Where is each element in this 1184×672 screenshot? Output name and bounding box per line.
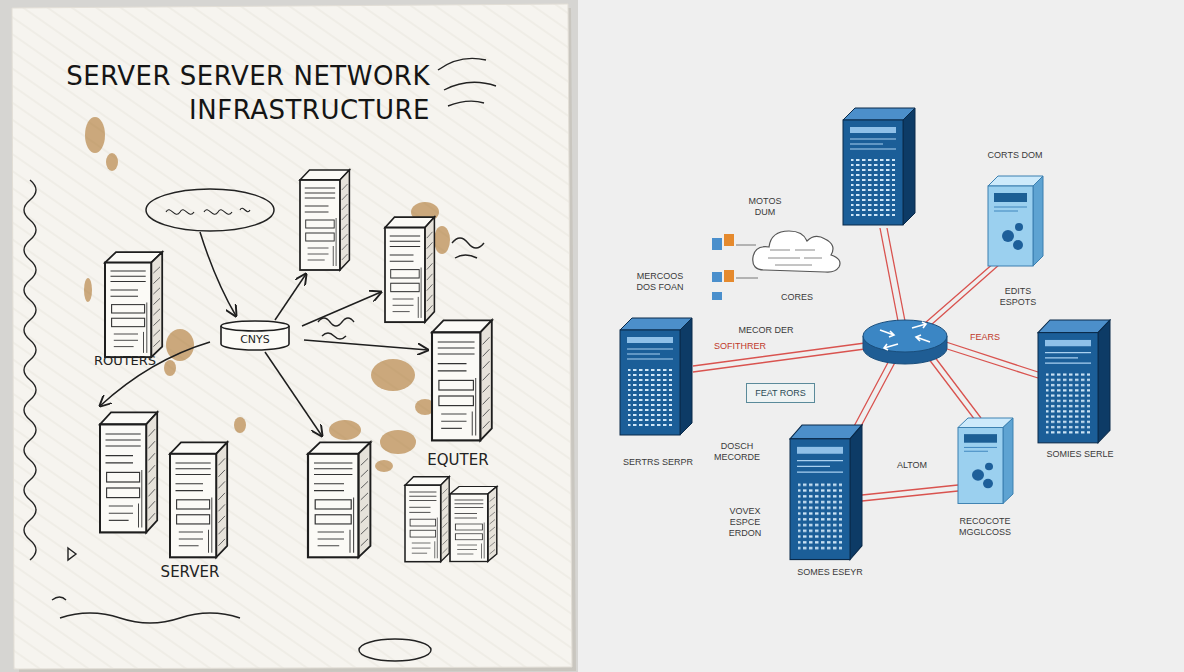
coffee-stain [106,153,118,171]
text-label: SOMIES SERLE [1046,449,1113,460]
blue-servers [958,418,1013,504]
text-label: ROUTERS [94,353,156,369]
sketch-scribble [24,180,36,560]
coffee-stain [234,417,246,433]
sketch-arrow [265,352,322,436]
thought-cloud [166,208,250,214]
text-label: EDITS ESPOTS [990,286,1046,308]
sketch-servers [100,412,157,532]
coffee-stain [84,278,92,302]
sketch-servers [432,320,492,440]
sketch-servers [300,170,349,270]
blue-servers [790,425,862,560]
sketch-arrow [275,274,306,320]
sketch-arrow [304,340,428,350]
text-label: MECOR DER [736,325,796,336]
sketch-arrow [302,292,381,326]
cloud-icon [712,292,722,300]
text-label: MERCOOS DOS FOAN [629,271,691,293]
text-label: CORTS DOM [988,150,1043,161]
sketch-scribble [68,548,76,560]
coffee-stain [380,430,416,454]
sketch-scribble [438,58,496,106]
router-icon [863,320,947,352]
network-link [862,485,958,501]
sketch-servers [405,477,449,562]
sketch-servers [385,217,434,322]
cloud-icon [736,245,758,278]
cloud-icon [724,234,734,246]
sketch-servers [170,442,227,557]
cloud-icon [712,238,722,250]
cloud-icon [712,272,722,282]
coffee-stain [371,359,415,391]
node-text: CNYS [240,333,270,346]
coffee-stain [375,460,393,472]
coffee-stain [434,226,450,254]
router-icon [863,320,947,364]
text-label: FEARS [970,332,1000,343]
network-link [944,342,1038,378]
network-link [925,262,1000,325]
sketch-scribble [318,318,354,339]
sketch-servers [308,442,370,557]
sketch-scribble [452,238,484,258]
drum-top [221,321,289,331]
text-label: RECOCOTE MGGLCOSS [953,516,1017,538]
sketch-arrow [100,342,210,406]
text-label: VOVEX ESPCE ERDON [716,506,774,538]
blue-servers [988,176,1043,266]
text-label: SERTRS SERPR [623,457,693,468]
sketch-scribble [52,597,240,623]
cloud-icon [768,250,822,265]
sketch-scribble [359,639,431,661]
button-box: FEAT RORS [746,383,815,403]
thought-cloud [146,189,274,231]
coffee-stain [85,117,105,153]
blue-servers [843,108,915,225]
napkin [12,4,572,669]
sketch-servers [100,170,497,562]
cloud-icon [724,270,734,282]
network-link [925,352,981,420]
diagram-title: SERVER SERVER NETWORK INFRASTRUCTURE [20,60,430,128]
network-link [880,228,905,321]
blue-servers [1038,320,1110,443]
router-icon [880,322,930,350]
table-ground [0,0,578,672]
text-label: SERVER [161,563,220,581]
blue-servers [620,318,692,435]
sketch-servers [450,487,497,562]
coffee-stain [329,420,361,440]
cloud-icon [753,231,840,272]
text-label: EQUTER [427,451,488,469]
text-label: DOSCH MECORDE [709,441,765,463]
text-label: SOMES ESEYR [797,567,863,578]
napkin [12,4,576,672]
sketch-scribble [24,58,496,661]
coffee-stain [166,329,194,361]
text-label: ALTOM [897,460,927,471]
node-text: FEAT RORS [755,388,806,398]
sketch-arrow [100,232,428,436]
cloud-icon [712,231,840,300]
blue-servers [620,108,1110,560]
napkin [12,4,572,669]
thought-cloud [146,189,274,231]
panel-ground [578,0,1184,672]
database-drum: CNYS [220,320,290,351]
text-label: CORES [781,292,813,303]
network-link [852,355,899,430]
sketch-arrow [200,232,236,316]
text-label: SOFITHRER [714,341,766,352]
text-label: MOTOS DUM [743,196,787,218]
sketch-servers [105,252,162,357]
coffee-stain [164,360,176,376]
